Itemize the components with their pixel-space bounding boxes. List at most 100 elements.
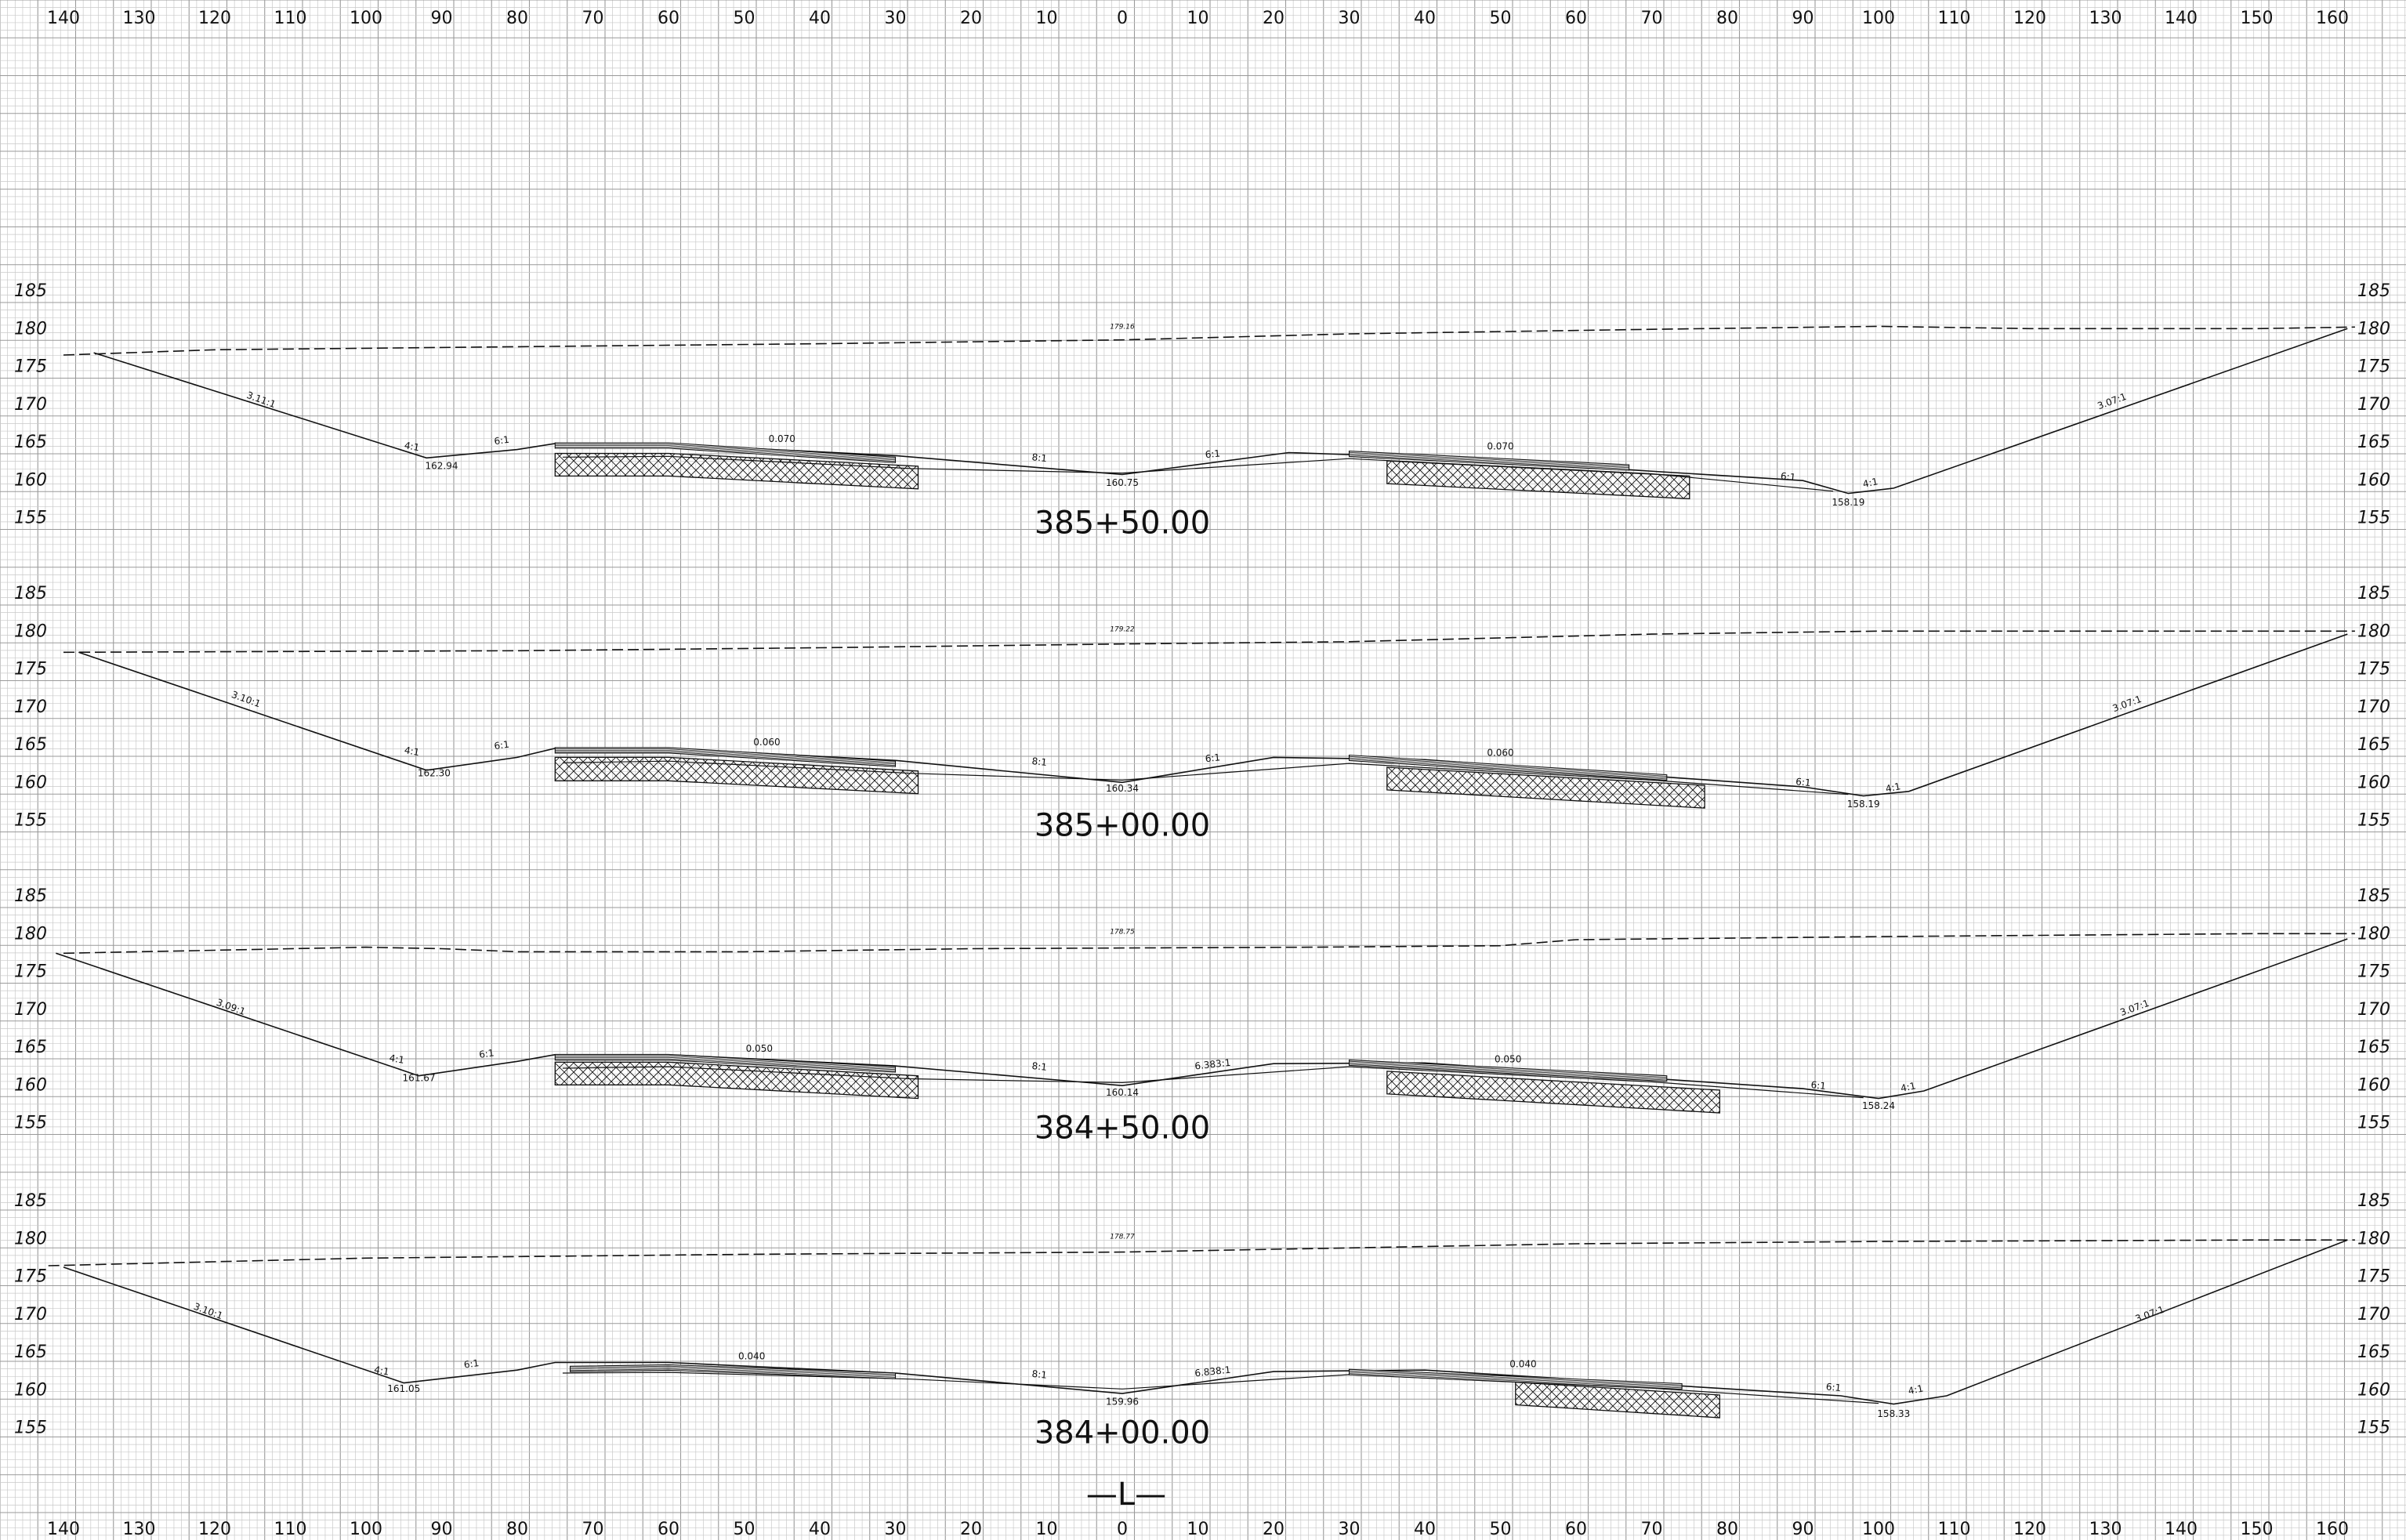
elevation-label: 180	[14, 924, 47, 944]
offset-label: 70	[1641, 9, 1663, 28]
elevation-label: 180	[14, 319, 47, 339]
offset-label: 100	[350, 1520, 382, 1539]
offset-label: 130	[123, 1520, 156, 1539]
elevation-label: 160	[2357, 1075, 2390, 1095]
elevation-callout: 160.14	[1106, 1087, 1139, 1098]
offset-label: 50	[1490, 1520, 1512, 1539]
offset-label: 100	[350, 9, 382, 28]
offset-label: 10	[1187, 1520, 1209, 1539]
pavement-layer-line	[555, 1056, 896, 1069]
subbase-hatch-right	[1386, 766, 1705, 809]
offset-label: 60	[658, 9, 679, 28]
pavement-layer-line	[1349, 1064, 1667, 1081]
elevation-label: 165	[14, 1343, 47, 1362]
pavement-layer-line	[570, 1367, 896, 1376]
offset-label: 130	[123, 9, 156, 28]
offset-label: 70	[582, 1520, 604, 1539]
slope-label: 6:1	[1810, 1079, 1827, 1092]
elevation-label: 165	[14, 1038, 47, 1057]
slope-label: 6:1	[463, 1357, 480, 1371]
offset-label: 80	[506, 9, 528, 28]
elevation-label: 160	[2357, 470, 2390, 490]
slope-label: 8:1	[1031, 451, 1048, 464]
offset-label: 40	[809, 1520, 831, 1539]
elevation-label: 180	[14, 621, 47, 641]
offset-label: 50	[734, 9, 755, 28]
slope-label: 4:1	[389, 1053, 405, 1066]
offset-label: 40	[1414, 9, 1436, 28]
offset-label: 100	[1862, 1520, 1895, 1539]
slope-label: 6.383:1	[1194, 1057, 1231, 1072]
offset-label: 80	[1716, 1520, 1738, 1539]
elevation-label: 170	[2357, 1305, 2390, 1324]
slope-label: 0.050	[746, 1043, 773, 1054]
offset-label: 110	[1938, 9, 1971, 28]
subbase-hatch-right	[1386, 1071, 1720, 1114]
offset-label: 30	[885, 1520, 907, 1539]
elevation-label: 185	[14, 584, 47, 603]
elevation-label: 170	[2357, 698, 2390, 717]
elevation-label: 175	[14, 962, 47, 982]
ground-elevation-note: 178.75	[1110, 928, 1135, 936]
offset-label: 90	[431, 9, 453, 28]
slope-label: 4:1	[1900, 1080, 1917, 1094]
elevation-label: 155	[14, 1114, 47, 1133]
station-label: 385+50.00	[1035, 505, 1210, 542]
pavement-layer-line	[1349, 453, 1629, 468]
elevation-label: 170	[14, 698, 47, 717]
offset-label: 0	[1117, 1520, 1128, 1539]
slope-label: 4:1	[1908, 1382, 1925, 1397]
elevation-label: 170	[14, 1305, 47, 1324]
pavement-layer-line	[570, 1365, 896, 1375]
elevation-label: 175	[2357, 660, 2390, 679]
slope-label: 4:1	[1885, 781, 1902, 795]
elevation-callout: 158.24	[1862, 1100, 1895, 1111]
offset-label: 50	[1490, 9, 1512, 28]
elevation-label: 155	[2357, 1419, 2390, 1438]
elevation-label: 160	[2357, 1380, 2390, 1400]
offset-label: 70	[582, 9, 604, 28]
offset-label: 120	[198, 9, 231, 28]
pavement-layer-line	[1349, 757, 1667, 778]
subbase-hatch-right	[1515, 1381, 1720, 1419]
pavement-left	[554, 747, 897, 767]
elevation-label: 175	[14, 660, 47, 679]
slope-label: 6:1	[494, 434, 510, 448]
offset-label: 70	[1641, 1520, 1663, 1539]
existing-ground-line	[63, 933, 2355, 955]
slope-label: 6.838:1	[1194, 1364, 1231, 1379]
offset-label: 90	[431, 1520, 453, 1539]
elevation-callout: 161.67	[403, 1072, 436, 1083]
pavement-layer-line	[1349, 452, 1629, 467]
offset-label: 110	[274, 1520, 307, 1539]
offset-label: 50	[734, 1520, 755, 1539]
proposed-grade-line	[78, 633, 2348, 797]
offset-label: 20	[960, 9, 982, 28]
elevation-label: 155	[2357, 811, 2390, 831]
elevation-label: 185	[14, 1191, 47, 1211]
elevation-label: 160	[14, 1380, 47, 1400]
offset-label: 140	[2165, 1520, 2198, 1539]
slope-label: 8:1	[1031, 756, 1048, 768]
offset-label: 140	[47, 1520, 80, 1539]
pavement-layer-line	[1349, 1060, 1667, 1078]
slope-label: 6:1	[1795, 776, 1812, 788]
slope-label: 6:1	[1205, 448, 1221, 460]
slope-label: 6:1	[1780, 470, 1796, 483]
pavement-layer-line	[555, 444, 896, 459]
existing-ground-line	[48, 1239, 2355, 1266]
elevation-label: 155	[14, 811, 47, 831]
pavement-layer-line	[1349, 455, 1629, 469]
offset-label: 80	[506, 1520, 528, 1539]
subbase-hatch-left	[554, 756, 919, 795]
elevation-label: 155	[14, 1419, 47, 1438]
offset-label: 140	[2165, 9, 2198, 28]
elevation-label: 180	[14, 1229, 47, 1248]
slope-label: 0.070	[769, 433, 795, 444]
offset-label: 60	[1565, 1520, 1587, 1539]
slope-label: 0.060	[753, 737, 780, 748]
ground-elevation-note: 179.16	[1110, 323, 1135, 331]
